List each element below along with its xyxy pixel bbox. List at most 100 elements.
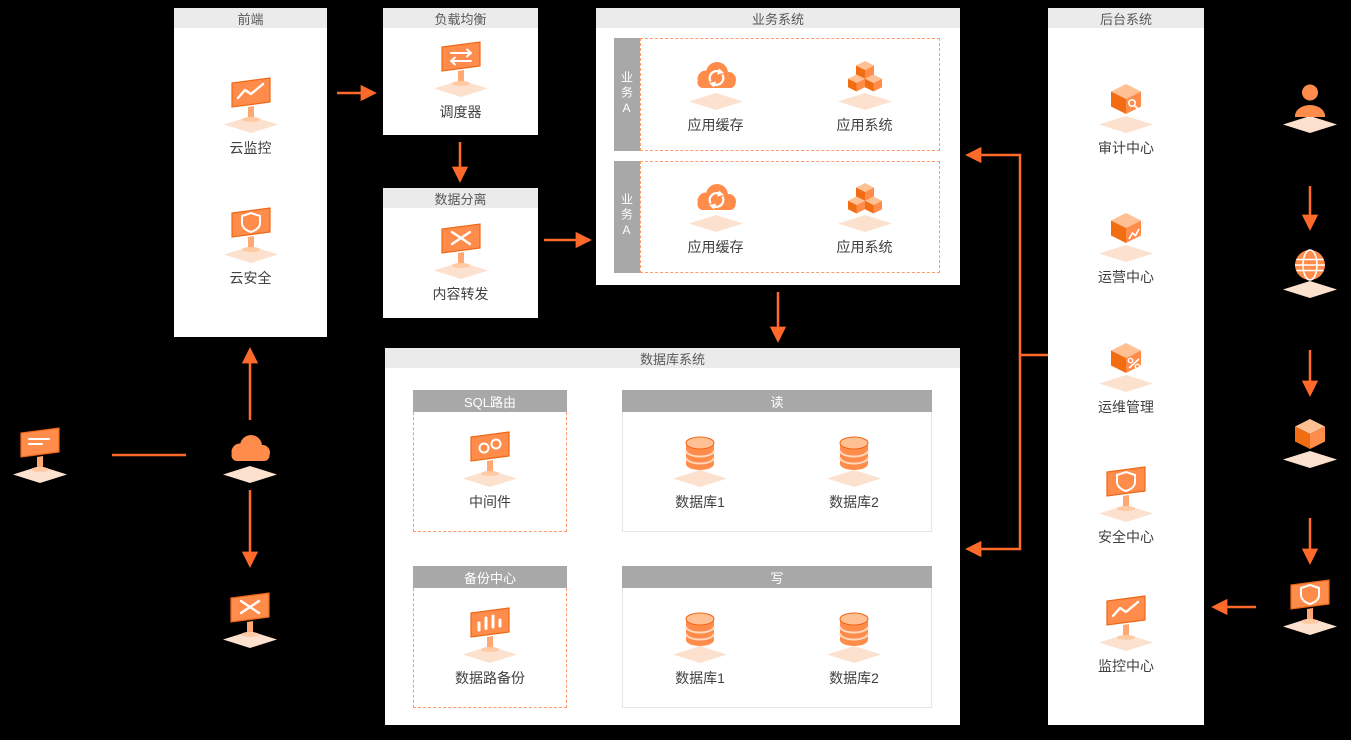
node-user — [1278, 77, 1342, 133]
node-app-system: 应用系统 — [833, 176, 897, 257]
node-database-1: 数据库1 — [668, 607, 732, 688]
node-data-backup: 数据路备份 — [455, 607, 525, 688]
ops-management-icon — [1094, 336, 1158, 392]
node-label: 云安全 — [229, 270, 272, 286]
database-icon — [822, 607, 886, 663]
node-security-center: 安全中心 — [1094, 465, 1158, 547]
security-screen-icon — [1278, 579, 1342, 635]
node-label: 调度器 — [439, 104, 482, 120]
user-icon — [1278, 77, 1342, 133]
node-label: 数据库1 — [675, 670, 725, 686]
node-label: 数据库2 — [829, 494, 879, 510]
node-label: 数据库1 — [675, 494, 725, 510]
terminal-icon — [8, 427, 72, 483]
gateway-icon — [218, 592, 282, 648]
monitor-center-icon — [1094, 595, 1158, 652]
panel-business-system-title: 业务系统 — [596, 8, 960, 28]
security-center-icon — [1094, 465, 1158, 522]
business-group-1: 业务A 应用缓存 应用系统 — [614, 38, 940, 151]
node-app-system: 应用系统 — [833, 54, 897, 135]
node-label: 运维管理 — [1098, 398, 1154, 415]
node-cloud-security: 云安全 — [219, 207, 283, 288]
section-read-title: 读 — [622, 390, 932, 412]
panel-load-balance-title: 负载均衡 — [383, 8, 538, 28]
panel-backend-system: 后台系统 审计中心 运营中心 运维管理 安全中心 监控中心 — [1048, 8, 1204, 725]
node-label: 监控中心 — [1098, 658, 1154, 675]
node-scheduler: 调度器 — [429, 41, 493, 122]
node-ops-management: 运维管理 — [1094, 336, 1158, 417]
node-label: 应用系统 — [836, 239, 893, 256]
panel-backend-system-body: 审计中心 运营中心 运维管理 安全中心 监控中心 — [1048, 28, 1204, 725]
panel-business-system-body: 业务A 应用缓存 应用系统 业务A 应用缓 — [596, 28, 960, 285]
section-backup-center: 备份中心 数据路备份 — [413, 566, 567, 708]
audit-center-icon — [1094, 77, 1158, 133]
section-sql-routing: SQL路由 中间件 — [413, 390, 567, 532]
cloud-security-icon — [219, 207, 283, 263]
node-gateway — [218, 592, 282, 648]
panel-frontend-title: 前端 — [174, 8, 327, 28]
node-cloud-monitor: 云监控 — [219, 77, 283, 158]
panel-data-separation-body: 内容转发 — [383, 208, 538, 318]
node-label: 数据库2 — [829, 670, 879, 686]
section-write-title: 写 — [622, 566, 932, 588]
section-write: 写 数据库1 数据库2 — [622, 566, 932, 708]
app-cache-icon — [684, 176, 748, 233]
node-label: 数据路备份 — [455, 670, 525, 686]
globe-icon — [1278, 242, 1342, 298]
node-operation-center: 运营中心 — [1094, 206, 1158, 287]
section-sql-routing-body: 中间件 — [413, 412, 567, 532]
business-group-content: 应用缓存 应用系统 — [640, 160, 940, 273]
section-write-body: 数据库1 数据库2 — [622, 588, 932, 708]
node-security-screen — [1278, 579, 1342, 635]
scheduler-icon — [429, 41, 493, 97]
app-system-icon — [833, 176, 897, 233]
panel-load-balance: 负载均衡 调度器 — [383, 8, 538, 135]
database-icon — [822, 431, 886, 487]
database-icon — [668, 607, 732, 663]
node-terminal — [8, 427, 72, 483]
node-globe — [1278, 242, 1342, 298]
node-database-2: 数据库2 — [822, 607, 886, 688]
section-backup-center-body: 数据路备份 — [413, 588, 567, 708]
node-label: 审计中心 — [1098, 139, 1154, 156]
node-app-cache: 应用缓存 — [684, 54, 748, 135]
panel-business-system: 业务系统 业务A 应用缓存 应用系统 业务A — [596, 8, 960, 285]
arrow-backend-to-database — [965, 355, 1022, 558]
database-icon — [668, 431, 732, 487]
node-middleware: 中间件 — [458, 431, 522, 512]
content-forward-icon — [429, 222, 493, 279]
node-content-forward: 内容转发 — [429, 222, 493, 304]
section-sql-routing-title: SQL路由 — [413, 390, 567, 412]
node-app-cache: 应用缓存 — [684, 176, 748, 257]
node-audit-center: 审计中心 — [1094, 77, 1158, 158]
node-monitor-center: 监控中心 — [1094, 595, 1158, 676]
node-label: 中间件 — [469, 494, 511, 510]
panel-frontend-body: 云监控 云安全 — [174, 28, 327, 337]
panel-frontend: 前端 云监控 云安全 — [174, 8, 327, 337]
app-system-icon — [833, 54, 897, 110]
panel-database-system: 数据库系统 SQL路由 中间件 读 数据库1 数据库2 — [385, 348, 960, 725]
panel-data-separation: 数据分离 内容转发 — [383, 188, 538, 318]
node-cloud — [218, 427, 282, 483]
node-database-2: 数据库2 — [822, 431, 886, 512]
panel-load-balance-body: 调度器 — [383, 28, 538, 135]
middleware-icon — [458, 431, 522, 487]
cloud-icon — [218, 427, 282, 483]
node-label: 应用缓存 — [687, 239, 744, 256]
node-label: 云监控 — [229, 140, 272, 156]
node-label: 安全中心 — [1098, 528, 1154, 545]
cloud-monitor-icon — [219, 77, 283, 133]
arrow-backend-to-business — [965, 146, 1048, 357]
panel-database-system-title: 数据库系统 — [385, 348, 960, 368]
section-backup-center-title: 备份中心 — [413, 566, 567, 588]
business-group-2: 业务A 应用缓存 应用系统 — [614, 160, 940, 273]
node-label: 内容转发 — [432, 285, 489, 302]
node-label: 应用系统 — [836, 116, 893, 133]
operation-center-icon — [1094, 206, 1158, 263]
node-label: 应用缓存 — [687, 116, 744, 133]
product-cube-icon — [1278, 412, 1342, 468]
business-group-content: 应用缓存 应用系统 — [640, 38, 940, 151]
node-product-cube — [1278, 412, 1342, 468]
node-label: 运营中心 — [1098, 269, 1154, 286]
